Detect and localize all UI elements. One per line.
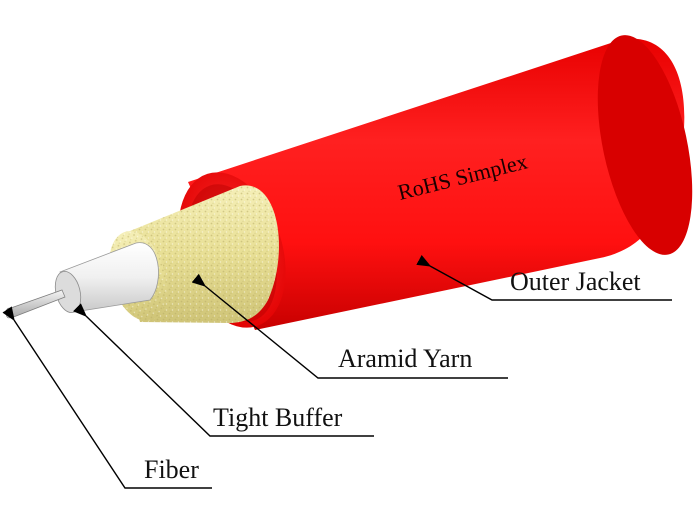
tight-buffer-body [59,242,159,313]
leader-fiber [2,306,212,489]
label-fiber: Fiber [144,455,199,484]
fiber [5,289,66,319]
tight-buffer [54,242,159,313]
outer-jacket-far-end [597,35,693,255]
label-outer-jacket: Outer Jacket [510,267,641,296]
leader-aramid-yarn [191,273,508,379]
fiber-body [7,289,66,319]
label-tight-buffer: Tight Buffer [213,403,343,432]
label-aramid-yarn: Aramid Yarn [338,344,472,373]
callout-leaders [2,255,672,489]
fiber-end [5,307,13,319]
outer-jacket-body [188,38,685,331]
leader-tight-buffer [73,303,374,437]
leader-outer-jacket [416,255,672,301]
